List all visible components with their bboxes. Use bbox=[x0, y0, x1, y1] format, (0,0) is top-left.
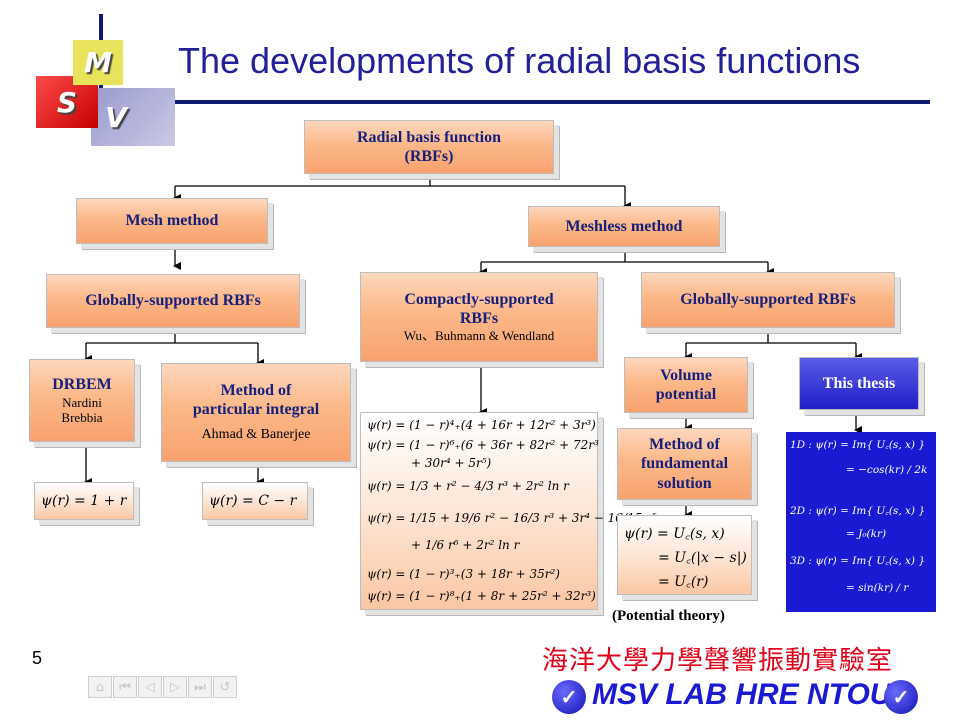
node-this-thesis: This thesis bbox=[799, 357, 919, 410]
node-globally-supported-left: Globally-supported RBFs bbox=[46, 274, 300, 328]
node-method-fundamental-solution: Method of fundamental solution bbox=[617, 428, 752, 500]
lab-logo-icon-left: ✓ bbox=[552, 680, 586, 714]
node-volume-potential: Volume potential bbox=[624, 357, 748, 413]
lab-logo-icon-right: ✓ bbox=[884, 680, 918, 714]
formula-this-thesis: 1D : ψ(r) = Im{ U꜀(s, x) } = −cos(kr) / … bbox=[786, 432, 936, 612]
formula-fundamental-solution: ψ(r) = U꜀(s, x) = U꜀(|x − s|) = U꜀(r) bbox=[617, 515, 752, 595]
first-icon[interactable]: ⏮ bbox=[113, 676, 137, 698]
node-globally-supported-right: Globally-supported RBFs bbox=[641, 272, 895, 328]
caption-potential-theory: (Potential theory) bbox=[612, 608, 725, 624]
page-title: The developments of radial basis functio… bbox=[178, 40, 861, 81]
formula-compact-rbfs: ψ(r) = (1 − r)⁴₊(4 + 16r + 12r² + 3r³) ψ… bbox=[360, 412, 657, 610]
node-drbem: DRBEM Nardini Brebbia bbox=[29, 359, 135, 442]
node-compactly-supported: Compactly-supported RBFs Wu、Buhmann & We… bbox=[360, 272, 598, 362]
last-icon[interactable]: ⏭ bbox=[188, 676, 212, 698]
home-icon[interactable]: ⌂ bbox=[88, 676, 112, 698]
node-rbf-root: Radial basis function (RBFs) bbox=[304, 120, 554, 174]
page-number: 5 bbox=[32, 648, 43, 668]
logo-v-block: V bbox=[91, 88, 175, 146]
prev-icon[interactable]: ◁ bbox=[138, 676, 162, 698]
lab-name-chinese: 海洋大學力學聲響振動實驗室 bbox=[542, 646, 894, 676]
node-mesh-method: Mesh method bbox=[76, 198, 268, 244]
formula-drbem: ψ(r) = 1 + r bbox=[34, 482, 134, 520]
lab-name-english: MSV LAB HRE NTOU bbox=[592, 678, 892, 711]
formula-mpi: ψ(r) = C − r bbox=[202, 482, 308, 520]
node-meshless-method: Meshless method bbox=[528, 206, 720, 247]
node-method-particular-integral: Method of particular integral Ahmad & Ba… bbox=[161, 363, 351, 462]
return-icon[interactable]: ↺ bbox=[213, 676, 237, 698]
title-underline-rule bbox=[98, 100, 930, 104]
logo-m-block: M bbox=[73, 40, 123, 85]
next-icon[interactable]: ▷ bbox=[163, 676, 187, 698]
